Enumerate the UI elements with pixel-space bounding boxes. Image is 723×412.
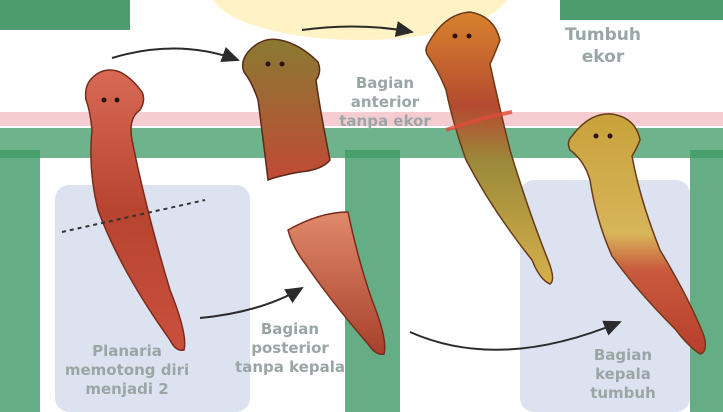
label-posterior-without-head: Bagian posterior tanpa kepala: [220, 320, 360, 377]
regenerated-head-eye-right: [608, 134, 613, 139]
label-planaria-splits: Planaria memotong diri menjadi 2: [52, 342, 202, 399]
arrow-anterior-to-tail: [302, 26, 412, 32]
regenerated-tail-eye-right: [467, 34, 472, 39]
planaria-eye-right: [115, 98, 120, 103]
planaria-whole: [86, 70, 185, 350]
arrow-to-anterior: [112, 48, 238, 60]
anterior-eye-right: [280, 62, 285, 67]
regenerated-tail-worm: [426, 12, 553, 284]
label-anterior-without-tail: Bagian anterior tanpa ekor: [330, 74, 440, 131]
arrow-to-posterior: [200, 288, 302, 318]
regenerated-tail-eye-left: [453, 34, 458, 39]
regenerated-head-worm: [568, 114, 705, 354]
regenerated-head-eye-left: [594, 134, 599, 139]
anterior-eye-left: [266, 62, 271, 67]
label-tail-grows: Tumbuh ekor: [548, 24, 658, 68]
planaria-eye-left: [102, 98, 107, 103]
label-head-grows: Bagian kepala tumbuh: [568, 346, 678, 403]
anterior-fragment: [243, 39, 330, 180]
